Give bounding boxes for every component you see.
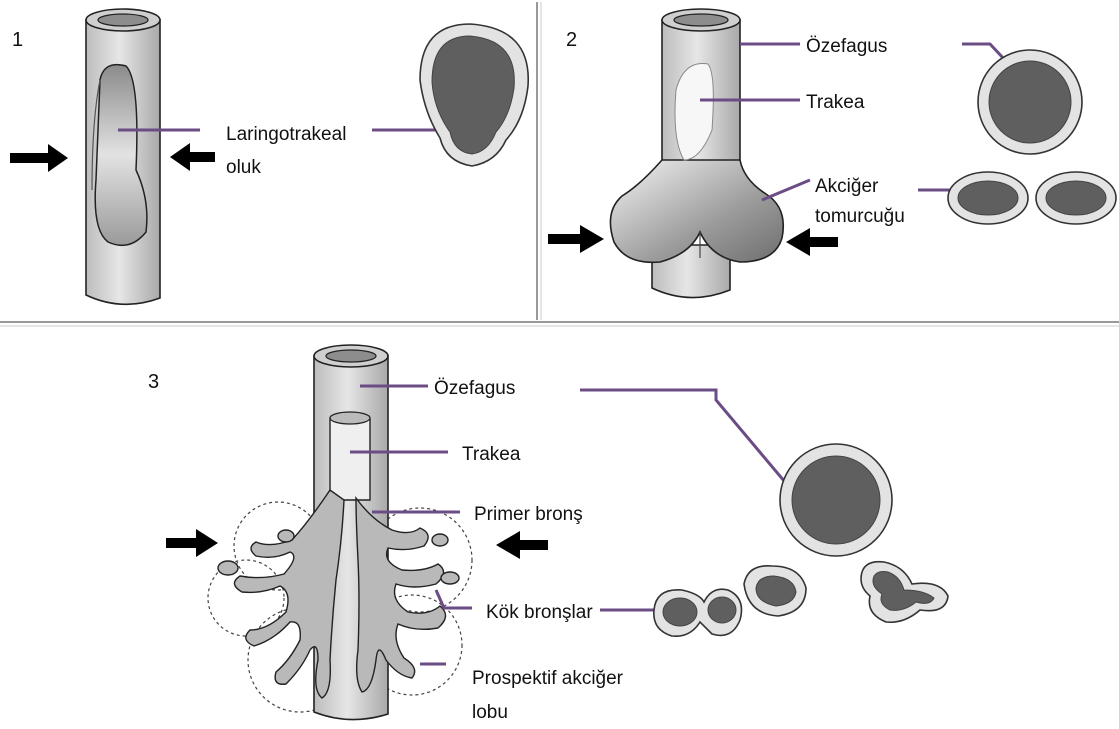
arrow-right-1: [170, 143, 215, 171]
arrow-left-1: [10, 144, 68, 172]
label-stem-bronchi: Kök bronşlar: [486, 602, 593, 623]
arrow-left-3: [166, 529, 218, 557]
cross-section-left-bronchi-b: [708, 597, 736, 623]
panel-2-number: 2: [566, 29, 577, 51]
label-laryngotracheal: Laringotrakeal: [226, 124, 346, 145]
label-lungbud-2-line2: tomurcuğu: [815, 206, 905, 227]
arrow-right-2: [786, 228, 838, 256]
tube-3-lumen: [326, 350, 376, 362]
cross-section-bud-left-lumen: [958, 181, 1018, 215]
tube-2-lumen: [674, 14, 728, 26]
panel-1: 1 Laringotrakeal oluk: [10, 9, 528, 304]
panel-borders: [0, 2, 1119, 326]
trachea-3-top: [330, 412, 370, 424]
label-lobe-line1: Prospektif akciğer: [472, 668, 624, 689]
cross-section-esophagus-2-lumen: [989, 61, 1071, 143]
label-primary-bronchus: Primer bronş: [474, 504, 583, 525]
leader-esophagus-3-xs: [580, 390, 790, 488]
label-trachea-2: Trakea: [806, 92, 865, 113]
leader-lungbud-2: [762, 180, 810, 200]
panel-3-number: 3: [148, 371, 159, 393]
label-esophagus-2: Özefagus: [806, 36, 887, 57]
panel-3: 3 Özefagus Tra: [148, 345, 948, 723]
arrow-left-2: [548, 225, 604, 253]
label-oluk: oluk: [226, 157, 261, 178]
cross-section-bud-right-lumen: [1046, 181, 1106, 215]
cross-section-left-bronchi-a: [663, 598, 697, 626]
label-esophagus-3: Özefagus: [434, 378, 515, 399]
panel-2: 2 Özefagus Trakea Akciğer tomurcuğu: [548, 9, 1116, 298]
arrow-right-3: [496, 531, 548, 559]
cross-section-esophagus-3-lumen: [792, 456, 880, 544]
label-lungbud-2-line1: Akciğer: [815, 176, 879, 197]
trachea-3: [330, 418, 370, 500]
label-lobe-line2: lobu: [472, 702, 508, 723]
panel-1-number: 1: [12, 29, 23, 51]
label-trachea-3: Trakea: [462, 444, 521, 465]
tube-1-lumen: [98, 14, 148, 26]
